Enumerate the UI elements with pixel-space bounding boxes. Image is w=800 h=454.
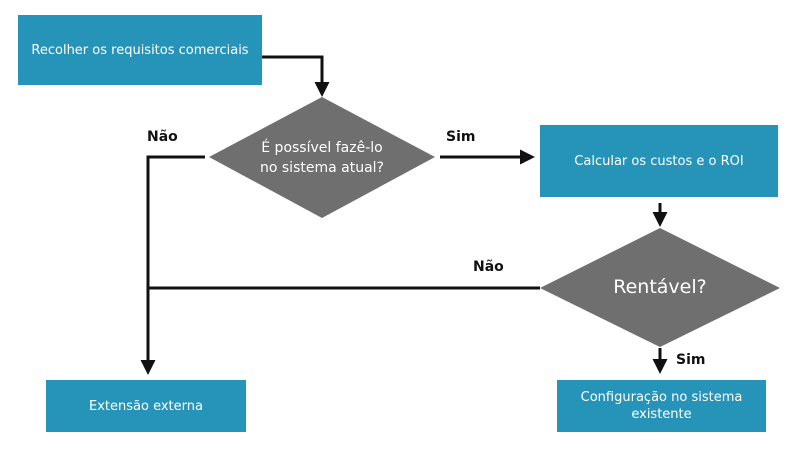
decision-possible-label: É possível fazê-lo no sistema atual?	[232, 138, 412, 178]
process-config-label-line1: Configuração no sistema	[580, 390, 743, 405]
process-external-label: Extensão externa	[89, 398, 203, 414]
edge-label-profitable-no: Não	[473, 259, 504, 275]
process-external-extension: Extensão externa	[46, 380, 246, 432]
process-existing-configuration: Configuração no sistema existente	[557, 380, 766, 432]
process-calculate-label: Calcular os custos e o ROI	[574, 153, 744, 169]
decision-possible-line2: no sistema atual?	[260, 160, 384, 176]
connector-collect-to-possible	[262, 55, 330, 97]
decision-profitable-shape	[540, 228, 780, 347]
process-collect-requirements: Recolher os requisitos comerciais	[18, 15, 262, 85]
edge-label-possible-yes: Sim	[446, 129, 476, 145]
process-calculate-costs: Calcular os custos e o ROI	[540, 125, 778, 197]
edge-label-possible-no: Não	[147, 129, 178, 145]
connector-possible-no	[140, 155, 205, 375]
decision-possible-shape	[209, 97, 435, 218]
decision-possible-line1: É possível fazê-lo	[261, 140, 383, 156]
edge-label-profitable-yes: Sim	[676, 352, 706, 368]
process-config-label-line2: existente	[631, 407, 692, 422]
decision-profitable-label: Rentável?	[613, 276, 707, 298]
process-collect-label: Recolher os requisitos comerciais	[31, 42, 249, 58]
